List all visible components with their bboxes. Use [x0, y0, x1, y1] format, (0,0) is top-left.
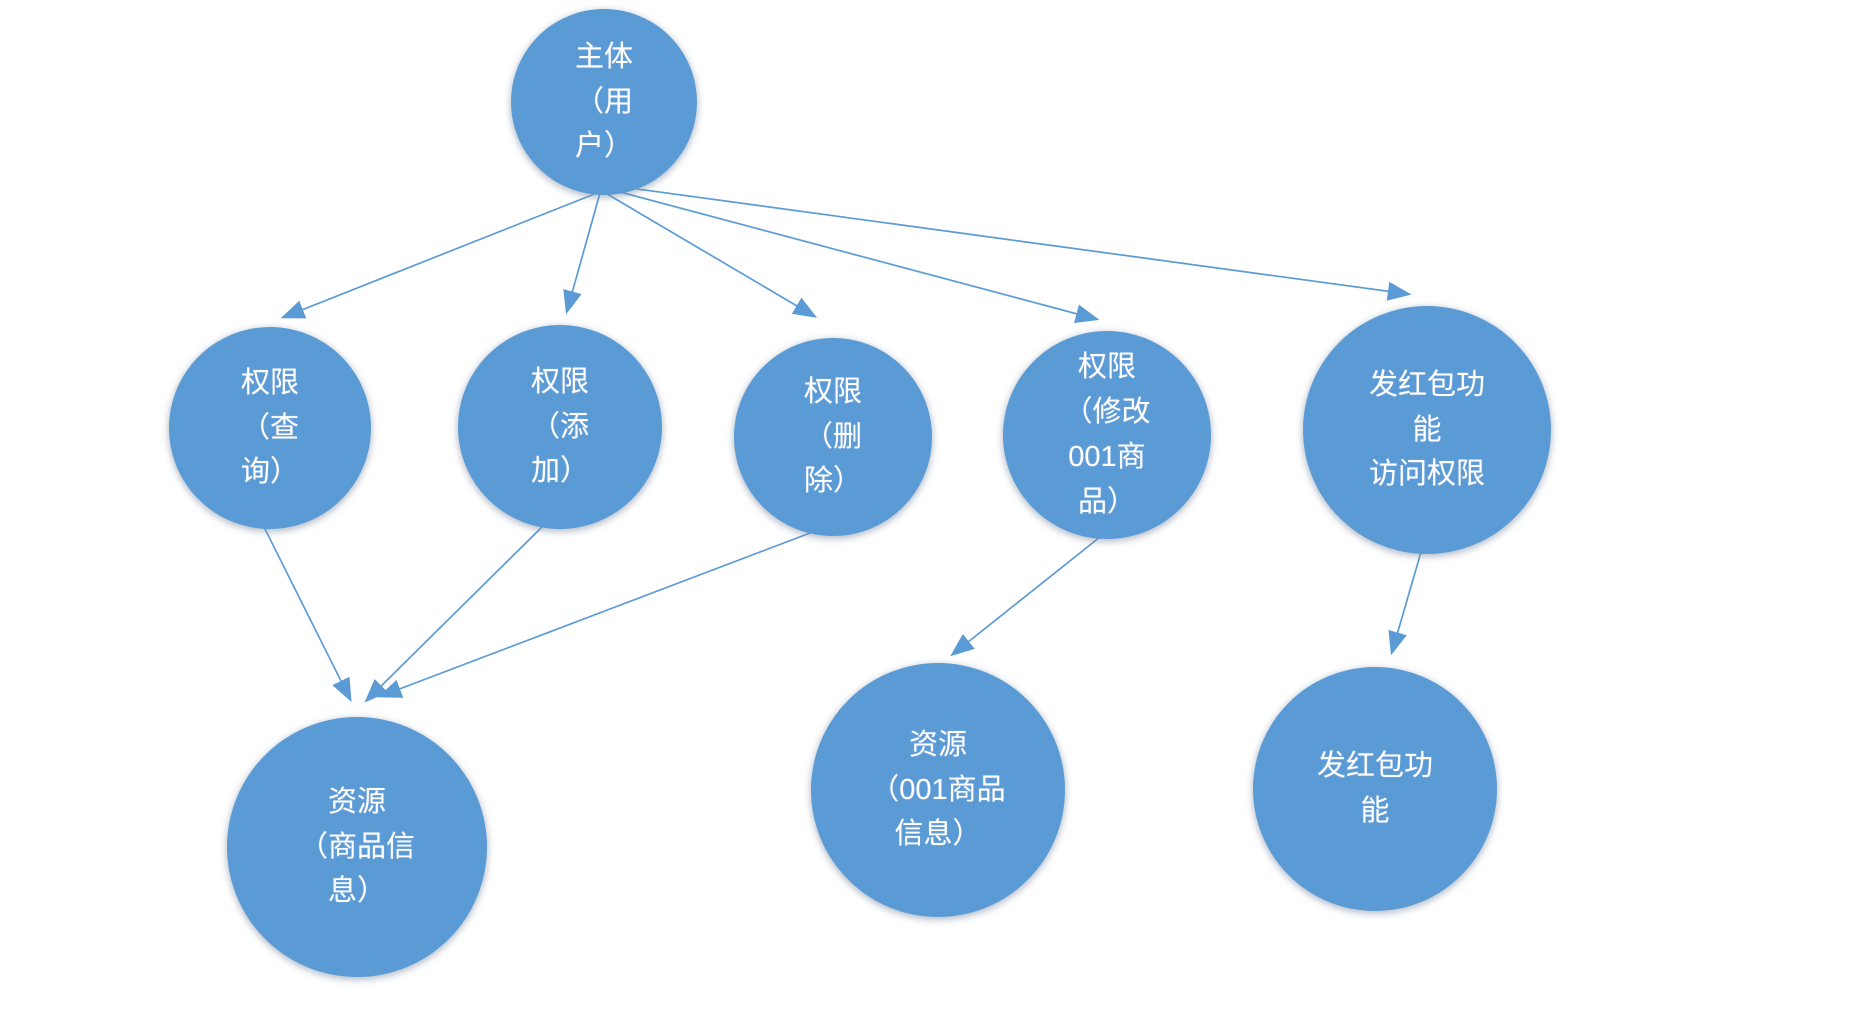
node-label-perm-add: 权限 （添 加） — [530, 365, 589, 488]
node-label-res-001-product-info: 资源 （001商品 信息） — [870, 728, 1006, 851]
node-label-res-product-info: 资源 （商品信 息） — [298, 785, 415, 908]
edge-perm-add-to-res-product-info — [364, 523, 546, 703]
node-subject-user: 主体 （用 户） — [511, 9, 697, 195]
edge-subject-user-to-perm-delete — [601, 190, 818, 318]
node-res-001-product-info: 资源 （001商品 信息） — [811, 663, 1065, 917]
node-label-subject-user: 主体 （用 户） — [574, 40, 633, 163]
edge-redpacket-access-perm-to-redpacket-function — [1388, 551, 1422, 656]
node-label-redpacket-access-perm: 发红包功 能 访问权限 — [1368, 368, 1485, 491]
edge-subject-user-to-redpacket-access-perm — [607, 184, 1412, 301]
node-label-perm-delete: 权限 （删 除） — [803, 375, 862, 498]
node-perm-delete: 权限 （删 除） — [734, 338, 932, 536]
edge-perm-query-to-res-product-info — [261, 522, 352, 703]
node-perm-query: 权限 （查 询） — [169, 327, 371, 529]
node-label-perm-modify-001: 权限 （修改 001商 品） — [1063, 351, 1151, 518]
edge-subject-user-to-perm-add — [563, 192, 601, 315]
edge-subject-user-to-perm-query — [280, 192, 598, 319]
edge-subject-user-to-perm-modify-001 — [604, 187, 1100, 323]
node-perm-modify-001: 权限 （修改 001商 品） — [1003, 331, 1211, 539]
node-redpacket-function: 发红包功 能 — [1253, 667, 1497, 911]
node-label-redpacket-function: 发红包功 能 — [1316, 750, 1433, 827]
node-res-product-info: 资源 （商品信 息） — [227, 717, 487, 977]
node-redpacket-access-perm: 发红包功 能 访问权限 — [1303, 306, 1551, 554]
edge-perm-delete-to-res-product-info — [377, 529, 819, 698]
node-perm-add: 权限 （添 加） — [458, 325, 662, 529]
edge-perm-modify-001-to-res-001-product-info — [950, 536, 1101, 657]
node-label-perm-query: 权限 （查 询） — [240, 366, 299, 489]
